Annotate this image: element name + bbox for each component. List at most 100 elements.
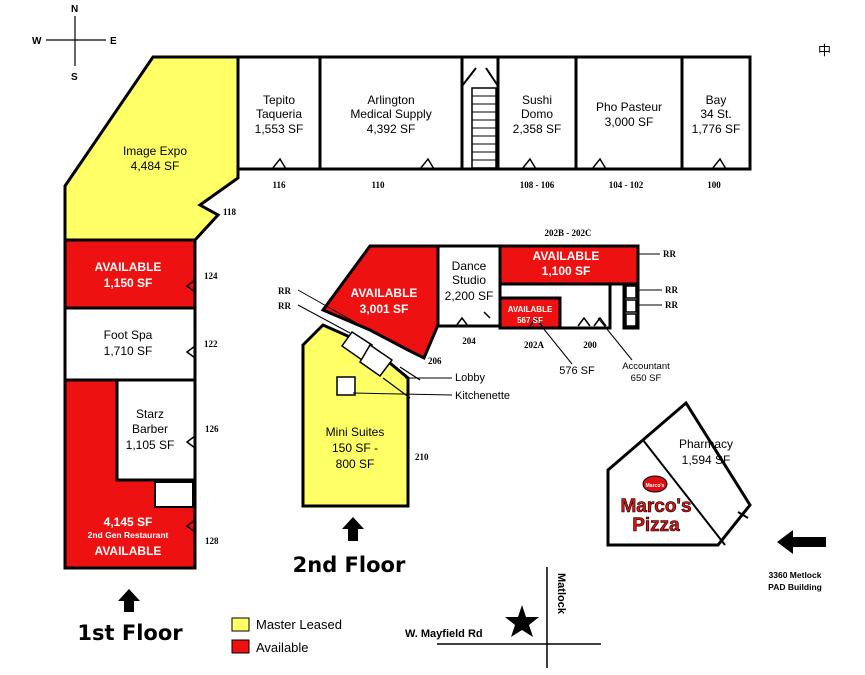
rr-label-5: RR xyxy=(665,300,678,310)
unit-foot-spa[interactable] xyxy=(63,306,197,382)
legend-swatch-available xyxy=(231,639,250,654)
rr-label-2: RR xyxy=(278,301,291,311)
unit-num-124: 124 xyxy=(204,271,218,281)
compass-s: S xyxy=(71,72,78,83)
unit-num-200: 200 xyxy=(583,340,597,350)
restaurant-closet xyxy=(154,481,194,508)
image-expo-name: Image Expo xyxy=(123,144,187,158)
marcos-badge-text: Marco's xyxy=(646,483,665,489)
compass-w: W xyxy=(32,36,42,47)
unit-num-202b-202c: 202B - 202C xyxy=(545,228,592,238)
bay-name1: Bay xyxy=(706,93,727,107)
legend-master-leased: Master Leased xyxy=(256,617,342,632)
mini-suites-sf1: 150 SF - xyxy=(332,441,378,455)
arrow-left-icon xyxy=(777,530,826,554)
unit-num-204: 204 xyxy=(462,336,476,346)
unit-num-202a: 202A xyxy=(524,340,545,350)
image-expo-sf: 4,484 SF xyxy=(131,159,180,173)
starz-sf: 1,105 SF xyxy=(126,438,175,452)
road-lines xyxy=(437,567,601,668)
compass-rose xyxy=(46,16,106,66)
unit-tepito[interactable] xyxy=(236,55,322,171)
sushi-sf: 2,358 SF xyxy=(513,122,562,136)
unit-num-128: 128 xyxy=(205,536,219,546)
pho-sf: 3,000 SF xyxy=(605,115,654,129)
rr-label-1: RR xyxy=(278,286,291,296)
unit-starz[interactable] xyxy=(115,378,197,482)
unit-num-108-106: 108 - 106 xyxy=(520,180,555,190)
unit-num-100: 100 xyxy=(707,180,721,190)
foot-spa-sf: 1,710 SF xyxy=(104,344,153,358)
corner-glyph: 中 xyxy=(818,43,831,58)
unit-dance-studio[interactable] xyxy=(436,244,502,328)
sushi-name1: Sushi xyxy=(522,93,552,107)
marcos-line2: Pizza xyxy=(632,515,680,536)
arrow-up-icon xyxy=(118,589,140,612)
avail-1100-sf: 1,100 SF xyxy=(542,264,591,278)
legend-available: Available xyxy=(256,640,309,655)
arrow-up-icon xyxy=(342,517,364,541)
pharmacy-name: Pharmacy xyxy=(679,437,733,451)
road-mayfield: W. Mayfield Rd xyxy=(405,628,483,640)
starz-name1: Starz xyxy=(136,407,164,421)
avail-3001-sf: 3,001 SF xyxy=(360,302,409,316)
tepito-name2: Taqueria xyxy=(256,107,302,121)
restaurant-desc: 2nd Gen Restaurant xyxy=(88,530,169,540)
avail-567-sf: 567 SF xyxy=(517,316,543,325)
mini-suites-name: Mini Suites xyxy=(326,425,385,439)
door-marks xyxy=(185,157,727,533)
pad-address2: PAD Building xyxy=(768,582,822,592)
unit-num-210: 210 xyxy=(415,452,429,462)
unit-avail-1150[interactable] xyxy=(63,238,197,310)
accountant-name: Accountant xyxy=(622,361,670,372)
unit-num-104-102: 104 - 102 xyxy=(609,180,644,190)
arlington-sf: 4,392 SF xyxy=(367,122,416,136)
dance-name2: Studio xyxy=(452,273,486,287)
unit-arlington[interactable] xyxy=(318,55,464,171)
unit-bay[interactable] xyxy=(680,55,752,171)
arlington-name2: Medical Supply xyxy=(350,107,431,121)
leader-lines xyxy=(297,253,662,396)
compass-n: N xyxy=(71,4,78,15)
floor1-label: 1st Floor xyxy=(77,621,183,645)
unit-pho[interactable] xyxy=(574,55,684,171)
lobby-label: Lobby xyxy=(455,372,485,384)
avail-1150-sf: 1,150 SF xyxy=(104,276,153,290)
sushi-name2: Domo xyxy=(521,107,553,121)
pad-address1: 3360 Metlock xyxy=(769,570,822,580)
unit-num-126: 126 xyxy=(205,424,219,434)
arlington-name1: Arlington xyxy=(367,93,414,107)
unit-avail-3001[interactable] xyxy=(320,244,440,361)
unit-num-118: 118 xyxy=(223,207,237,217)
bay-name2: 34 St. xyxy=(700,107,731,121)
mini-suites-sf2: 800 SF xyxy=(336,457,375,471)
accountant-sf: 650 SF xyxy=(631,373,662,384)
restaurant-sf: 4,145 SF xyxy=(104,515,153,529)
stair-treads xyxy=(461,67,499,169)
core-fixtures xyxy=(336,285,637,396)
foot-spa-name: Foot Spa xyxy=(104,328,153,342)
unit-num-206: 206 xyxy=(428,356,442,366)
star-icon xyxy=(505,605,539,637)
kitchenette-label: Kitchenette xyxy=(455,390,510,402)
compass-e: E xyxy=(110,36,117,47)
pad-building[interactable] xyxy=(606,400,752,547)
floor2-label: 2nd Floor xyxy=(293,553,406,577)
marcos-line1: Marco's xyxy=(620,496,691,517)
road-matlock: Matlock xyxy=(555,573,567,615)
bay-sf: 1,776 SF xyxy=(692,122,741,136)
unit-avail-567[interactable] xyxy=(498,296,562,330)
sf-576: 576 SF xyxy=(559,365,595,377)
tepito-sf: 1,553 SF xyxy=(255,122,304,136)
pho-name: Pho Pasteur xyxy=(596,100,662,114)
pharmacy-sf: 1,594 SF xyxy=(682,453,731,467)
legend-swatch-master-leased xyxy=(231,617,250,632)
starz-name2: Barber xyxy=(132,422,168,436)
unit-num-122: 122 xyxy=(204,339,218,349)
rr-label-4: RR xyxy=(665,285,678,295)
rr-label-3: RR xyxy=(663,249,676,259)
unit-sushi[interactable] xyxy=(496,55,578,171)
avail-1100-status: AVAILABLE xyxy=(533,249,600,263)
dance-sf: 2,200 SF xyxy=(445,289,494,303)
unit-num-110: 110 xyxy=(371,180,385,190)
